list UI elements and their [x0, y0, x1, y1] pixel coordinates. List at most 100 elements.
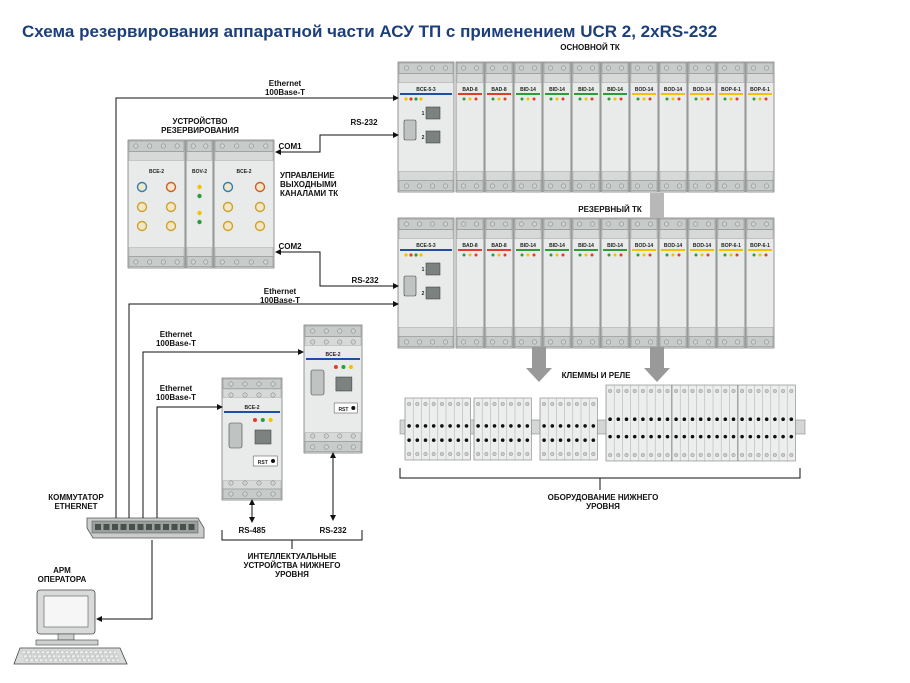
button-icon [136, 181, 148, 193]
io-module-label: BOD-14 [664, 87, 683, 93]
status-led-icon [197, 210, 202, 216]
port-2-label: 2 [422, 135, 425, 141]
port-2-label: 2 [422, 291, 425, 297]
smart-module-label: BCE-2 [325, 352, 340, 358]
io-module-label: BID-14 [607, 87, 623, 93]
status-led-icon [526, 97, 530, 101]
reserve-module-label: BOV-2 [192, 169, 207, 175]
status-led-icon [253, 418, 257, 422]
port-1-label: 1 [422, 111, 425, 117]
serial-port-icon [403, 275, 417, 297]
io-module-label: BOP-6-1 [721, 87, 741, 93]
status-led-icon [474, 253, 478, 257]
arrow-down-icon [644, 347, 670, 382]
terminal-block [539, 397, 598, 461]
arrow-down-icon [526, 347, 552, 382]
io-module-label: BAD-8 [491, 243, 506, 249]
smart-module-label: BCE-2 [244, 405, 259, 411]
switch-port-icon [120, 524, 127, 530]
status-led-icon [648, 97, 652, 101]
status-led-icon [526, 253, 530, 257]
button-icon [254, 220, 266, 232]
status-led-icon [764, 253, 768, 257]
rst-button [333, 402, 358, 414]
switch-port-icon [146, 524, 152, 530]
status-led-icon [268, 418, 273, 422]
switch-port-icon [154, 524, 161, 530]
status-led-icon [409, 97, 413, 101]
eth-top-label-2: 100Base-T [265, 88, 305, 97]
button-icon [222, 220, 234, 232]
status-led-icon [706, 97, 710, 101]
eth-b-label-2: 100Base-T [156, 393, 196, 402]
io-module-label: BID-14 [578, 87, 594, 93]
button-icon [254, 201, 266, 213]
status-led-icon [584, 97, 588, 101]
io-module-label: BAD-8 [491, 87, 506, 93]
ethernet-port-icon [425, 130, 441, 144]
button-icon [136, 220, 148, 232]
status-led-icon [549, 253, 553, 257]
status-led-icon [729, 97, 733, 101]
switch-port-icon [103, 524, 110, 530]
status-led-icon [260, 418, 265, 422]
status-led-icon [700, 97, 704, 101]
button-icon [165, 181, 177, 193]
io-module-label: BOP-6-1 [721, 243, 741, 249]
status-led-icon [497, 97, 501, 101]
rack-link [650, 193, 664, 218]
status-led-icon [503, 253, 507, 257]
eth-top-label-1: Ethernet [269, 79, 302, 88]
io-module-label: BID-14 [520, 243, 536, 249]
ethernet-port-icon [254, 429, 272, 445]
status-led-icon [520, 253, 524, 257]
switch-port-icon [163, 524, 169, 530]
cpu-module-label: BCE-5-3 [416, 87, 436, 93]
status-led-icon [419, 97, 423, 101]
io-module-label: BOP-6-1 [750, 87, 770, 93]
status-led-icon [619, 253, 623, 257]
terminal-block [473, 397, 532, 461]
status-led-icon [735, 97, 739, 101]
eth-mid-label-1: Ethernet [264, 287, 297, 296]
status-led-icon [752, 253, 756, 257]
status-led-icon [520, 97, 524, 101]
status-led-icon [671, 97, 675, 101]
status-led-icon [503, 97, 507, 101]
io-module-label: BID-14 [578, 243, 594, 249]
status-led-icon [414, 97, 418, 101]
status-led-icon [700, 253, 704, 257]
status-led-icon [758, 97, 762, 101]
ethernet-port-icon [425, 262, 441, 276]
status-led-icon [348, 365, 353, 369]
status-led-icon [735, 253, 739, 257]
switch-port-icon [180, 524, 186, 530]
status-led-icon [671, 253, 675, 257]
io-module-label: BID-14 [549, 243, 565, 249]
status-led-icon [706, 253, 710, 257]
ethernet-port-icon [425, 286, 441, 300]
eth-b-label-1: Ethernet [160, 384, 193, 393]
status-led-icon [561, 97, 565, 101]
switch-port-icon [171, 524, 178, 530]
io-module-label: BOD-14 [693, 243, 712, 249]
io-module-label: BOD-14 [635, 87, 654, 93]
switch-port-icon [112, 524, 118, 530]
status-led-icon [636, 253, 640, 257]
status-led-icon [561, 253, 565, 257]
status-led-icon [462, 97, 466, 101]
status-led-icon [677, 97, 681, 101]
button-icon [165, 201, 177, 213]
status-led-icon [729, 253, 733, 257]
rs232-bottom-label: RS-232 [319, 526, 347, 535]
io-module-label: BOD-14 [664, 243, 683, 249]
status-led-icon [578, 253, 582, 257]
status-led-icon [648, 253, 652, 257]
operator-pc-icon [13, 589, 128, 665]
status-led-icon [419, 253, 423, 257]
terminal-blocks [399, 384, 806, 462]
status-led-icon [694, 97, 698, 101]
